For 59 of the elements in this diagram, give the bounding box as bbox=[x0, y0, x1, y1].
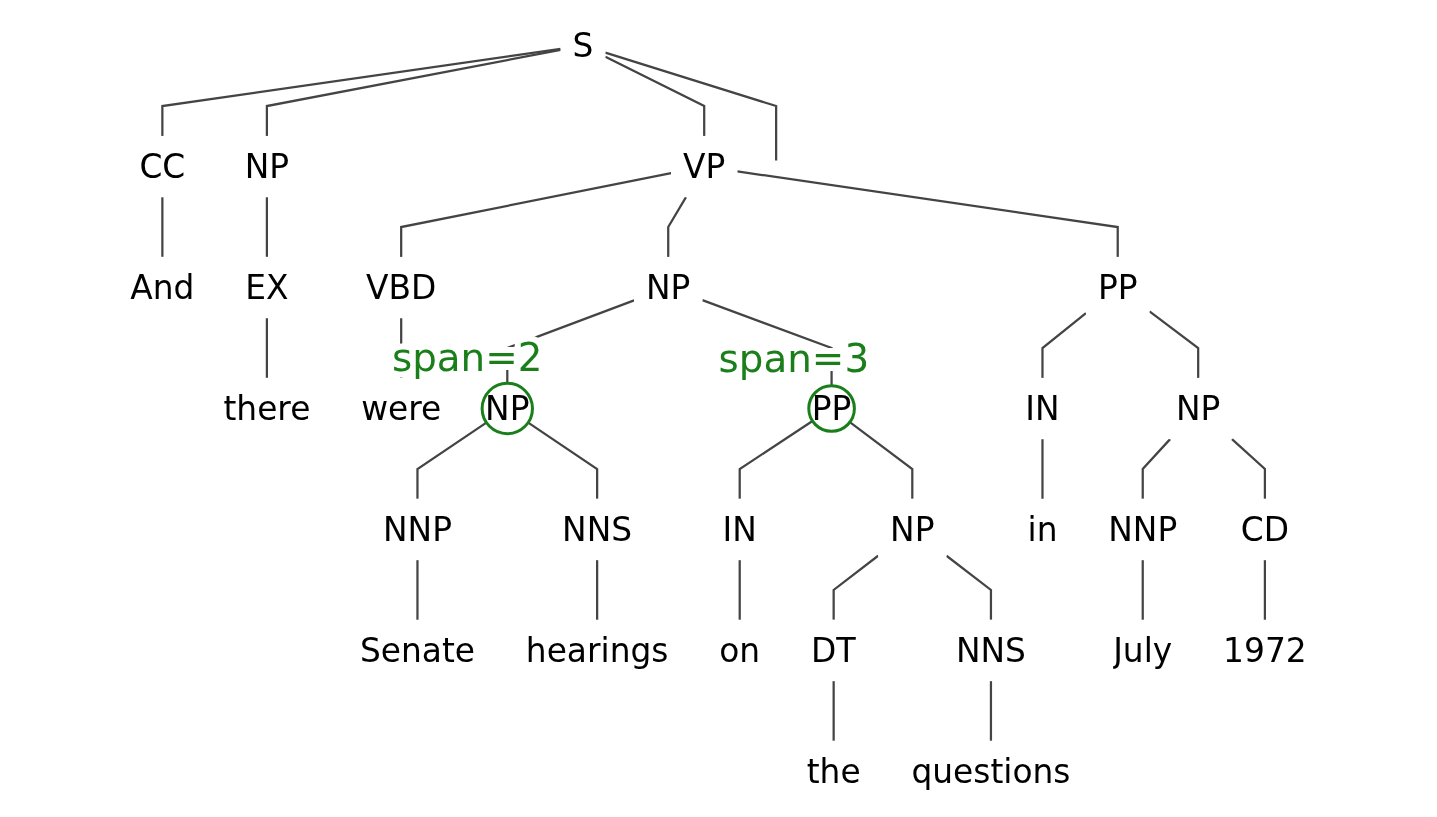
node-text: S bbox=[572, 26, 594, 65]
node-text: in bbox=[1027, 510, 1058, 549]
node-text: NP bbox=[890, 510, 935, 549]
connector bbox=[161, 47, 561, 136]
node-text: 1972 bbox=[1223, 631, 1307, 670]
node-text: NNP bbox=[382, 510, 452, 549]
connector bbox=[945, 554, 993, 620]
node-text: NP bbox=[244, 147, 290, 186]
node-text: IN bbox=[1025, 389, 1060, 428]
connector bbox=[832, 681, 835, 741]
connector bbox=[265, 48, 561, 136]
connector bbox=[989, 681, 993, 741]
node-text: PP bbox=[1097, 268, 1138, 307]
connector bbox=[1148, 310, 1200, 378]
node-text: Senate bbox=[359, 631, 476, 670]
node-text: NP bbox=[646, 268, 691, 307]
connector bbox=[737, 170, 1119, 257]
connector bbox=[832, 554, 879, 620]
node-text: CD bbox=[1240, 510, 1290, 549]
node-text: IN bbox=[722, 510, 757, 549]
node-text: there bbox=[223, 389, 311, 428]
connector bbox=[416, 560, 419, 620]
connector bbox=[849, 421, 914, 499]
connector bbox=[667, 196, 687, 257]
connector bbox=[1231, 438, 1266, 499]
connector bbox=[265, 197, 268, 257]
connector bbox=[1141, 560, 1144, 620]
connector bbox=[738, 560, 741, 620]
connector bbox=[265, 318, 268, 378]
node-text: hearings bbox=[525, 631, 669, 670]
node-text: NNS bbox=[562, 510, 633, 549]
node-text: the bbox=[806, 752, 861, 791]
connector bbox=[527, 421, 599, 499]
connector bbox=[1041, 312, 1087, 378]
node-text: on bbox=[719, 631, 761, 670]
node-text: CC bbox=[139, 147, 186, 186]
node-text: were bbox=[361, 389, 442, 428]
connector bbox=[738, 420, 814, 499]
node-circle: NP bbox=[480, 381, 534, 436]
node-text: NP bbox=[1175, 389, 1221, 428]
connector bbox=[605, 51, 778, 161]
node-text: NNP bbox=[1108, 510, 1178, 549]
node-text: questions bbox=[911, 752, 1071, 791]
connector bbox=[161, 197, 164, 257]
connector bbox=[596, 560, 599, 620]
connector bbox=[604, 55, 706, 136]
node-text: NNS bbox=[955, 631, 1026, 670]
node-text: VBD bbox=[366, 268, 437, 307]
node-text: EX bbox=[245, 268, 289, 307]
node-circle: PP bbox=[807, 384, 856, 433]
node-text: VP bbox=[683, 147, 726, 186]
connector bbox=[1041, 439, 1044, 499]
connector bbox=[416, 421, 488, 499]
node-text: And bbox=[130, 268, 195, 307]
connector bbox=[1263, 560, 1266, 620]
connector bbox=[1141, 438, 1171, 499]
node-text: July bbox=[1113, 631, 1173, 670]
node-text: DT bbox=[810, 631, 857, 670]
connector bbox=[400, 172, 672, 257]
